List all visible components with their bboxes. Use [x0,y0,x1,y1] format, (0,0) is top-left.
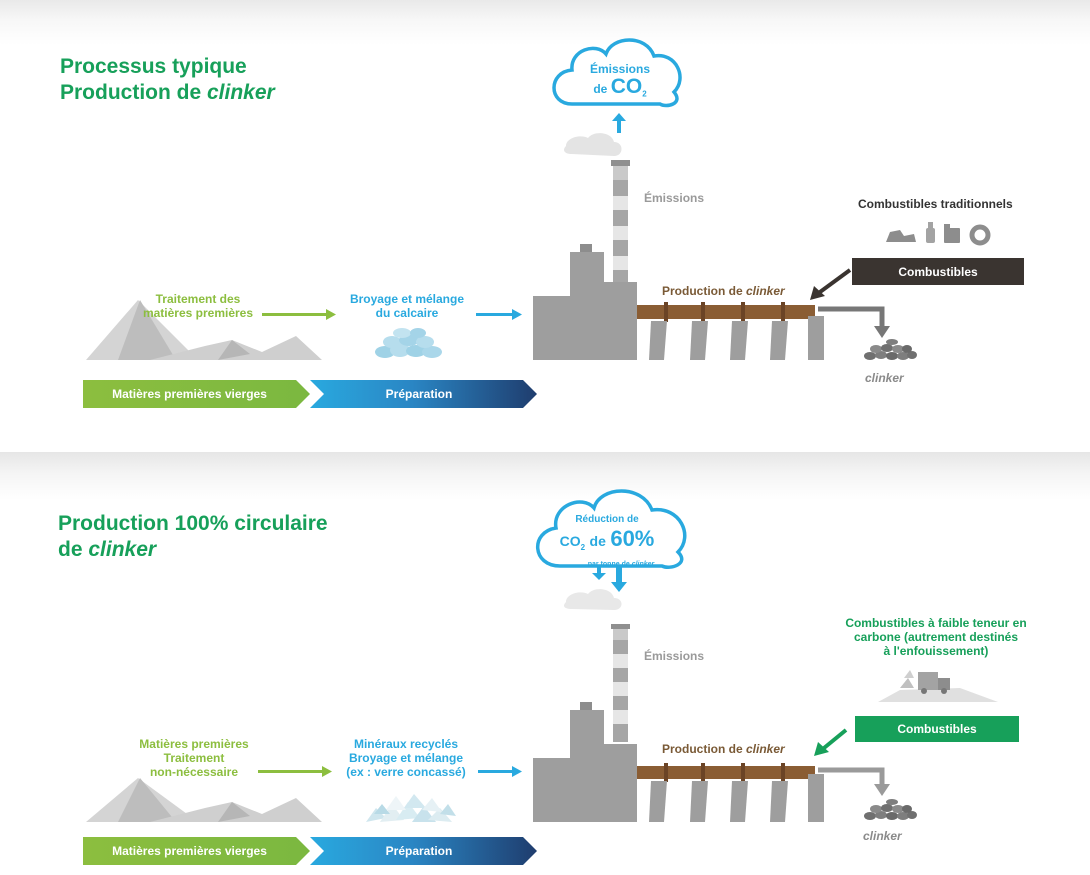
kiln-icon [637,763,824,822]
smoke-icon [564,589,622,610]
kiln-icon [637,302,824,360]
fuel-box: Combustibles [855,716,1019,742]
arrow-icon [810,268,852,300]
typical-process-panel: Processus typique Production de clinker … [0,0,1090,452]
page-title: Production 100% circulaire de clinker [58,512,328,561]
clinker-label: clinker [863,829,902,843]
jerrycan-icon [944,224,960,243]
arrow-icon [258,766,332,777]
cloud-label: Réduction de CO2 de 60% par tonne de cli… [559,514,655,569]
arrow-icon [818,306,890,338]
garbage-truck-icon [878,670,998,702]
mountain-icon [86,778,322,822]
arrow-icon [476,309,522,320]
banner-raw-shape [83,837,310,865]
arrow-icon [262,309,336,320]
cloud-icon [536,489,687,569]
page-title: Processus typique Production de clinker [60,55,275,104]
prep-step-label: Minéraux recyclés Broyage et mélange (ex… [346,737,466,779]
fuel-heading: Combustibles à faible teneur en carbone … [845,616,1027,658]
production-label: Production de clinker [662,742,785,756]
emissions-label: Émissions [644,191,705,205]
mountain-icon [86,300,322,360]
smoke-icon [564,133,622,156]
chimney-icon [611,624,630,742]
arrow-icon [478,766,522,777]
arrow-icon [611,566,627,592]
circular-process-panel: Production 100% circulaire de clinker Ré… [0,452,1090,875]
banner-prep: Préparation [385,387,453,401]
chimney-icon [611,160,630,286]
coal-icon [886,230,916,242]
clinker-pile-icon [864,339,917,360]
bottle-icon [926,222,935,243]
cloud-label: Émissions de CO2 [589,62,651,99]
banner-prep-shape [310,380,537,408]
tire-icon [969,224,991,246]
clinker-pile-icon [864,799,917,820]
glass-pile-icon [366,794,456,822]
banner-raw: Matières premières vierges [112,844,267,858]
banner-raw-shape [83,380,310,408]
typical-diagram-graphic [83,38,991,408]
production-label: Production de clinker [662,284,785,298]
arrow-icon [592,566,606,580]
fuel-box: Combustibles [852,258,1024,285]
fuel-heading: Combustibles traditionnels [858,197,1013,211]
banner-raw: Matières premières vierges [112,387,267,401]
emissions-label: Émissions [644,649,705,663]
banner-prep: Préparation [385,844,453,858]
raw-step-label: Matières premières Traitement non-nécess… [139,737,249,779]
arrow-icon [814,728,848,756]
circular-diagram-graphic [83,489,998,865]
rock-pile-icon [375,328,442,358]
arrow-icon [818,767,890,796]
factory-icon [533,244,637,360]
factory-icon [533,702,637,822]
raw-step-label: Traitement des matières premières [142,292,254,320]
prep-step-label: Broyage et mélange du calcaire [349,292,465,320]
arrow-icon [612,113,626,133]
cloud-icon [552,38,682,108]
clinker-label: clinker [865,371,904,385]
banner-prep-shape [310,837,537,865]
